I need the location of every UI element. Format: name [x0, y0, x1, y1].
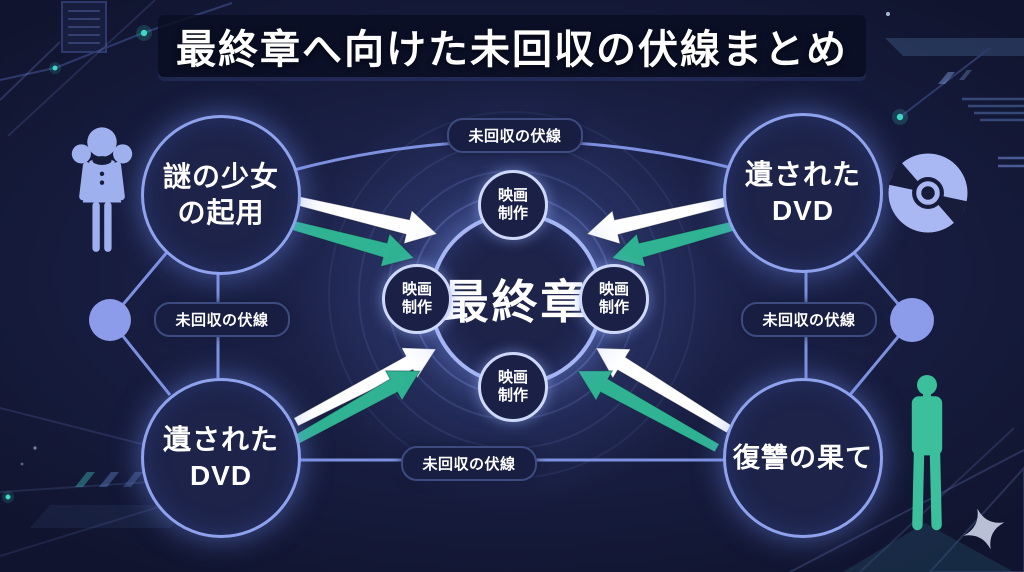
- page-title: 最終章へ向けた未回収の伏線まとめ: [176, 28, 848, 72]
- title-band: 最終章へ向けた未回収の伏線まとめ: [158, 15, 866, 77]
- node-end-of-revenge: 復讐の果て: [723, 378, 883, 538]
- edge-label-top: 未回収の伏線: [447, 118, 583, 153]
- badge-movie-production-bottom: 映画 制作: [478, 352, 548, 422]
- badge-label-line: 映画: [497, 187, 528, 204]
- badge-label-line: 制作: [598, 299, 629, 316]
- right-connector-dot: [890, 298, 934, 342]
- badge-label-line: 制作: [497, 387, 528, 404]
- node-label-line: の起用: [177, 197, 265, 228]
- badge-label-line: 制作: [401, 299, 432, 316]
- node-label-line: 謎の少女: [162, 161, 279, 193]
- node-label-line: 復讐の果て: [733, 442, 873, 473]
- node-left-behind-dvd-top: 遺された DVD: [723, 113, 883, 273]
- badge-label-line: 映画: [598, 281, 629, 298]
- badge-movie-production-top: 映画 制作: [478, 170, 548, 240]
- edge-label-right: 未回収の伏線: [741, 302, 877, 337]
- node-left-behind-dvd-bottom: 遺された DVD: [141, 378, 301, 538]
- badge-label-line: 制作: [497, 205, 528, 222]
- edge-label-bottom: 未回収の伏線: [401, 446, 537, 481]
- badge-label-line: 映画: [401, 281, 432, 298]
- center-node-label: 最終章: [442, 276, 590, 328]
- badge-movie-production-right: 映画 制作: [579, 264, 649, 334]
- man-silhouette-icon: [911, 375, 943, 531]
- edge-label-left: 未回収の伏線: [154, 302, 290, 337]
- node-label-line: 遺された: [744, 159, 861, 191]
- dvd-disc-icon: [888, 153, 968, 233]
- badge-label-line: 映画: [497, 369, 528, 386]
- girl-silhouette-icon: [71, 127, 133, 252]
- circuit-decor-top-right: [885, 12, 1024, 168]
- node-label-line: 遺された: [162, 424, 279, 456]
- node-label-line: DVD: [771, 195, 835, 226]
- left-connector-dot: [89, 299, 131, 341]
- node-mystery-girl-casting: 謎の少女 の起用: [141, 115, 301, 275]
- badge-movie-production-left: 映画 制作: [382, 264, 452, 334]
- node-label-line: DVD: [189, 460, 253, 491]
- sparkle-icon: [963, 508, 1005, 550]
